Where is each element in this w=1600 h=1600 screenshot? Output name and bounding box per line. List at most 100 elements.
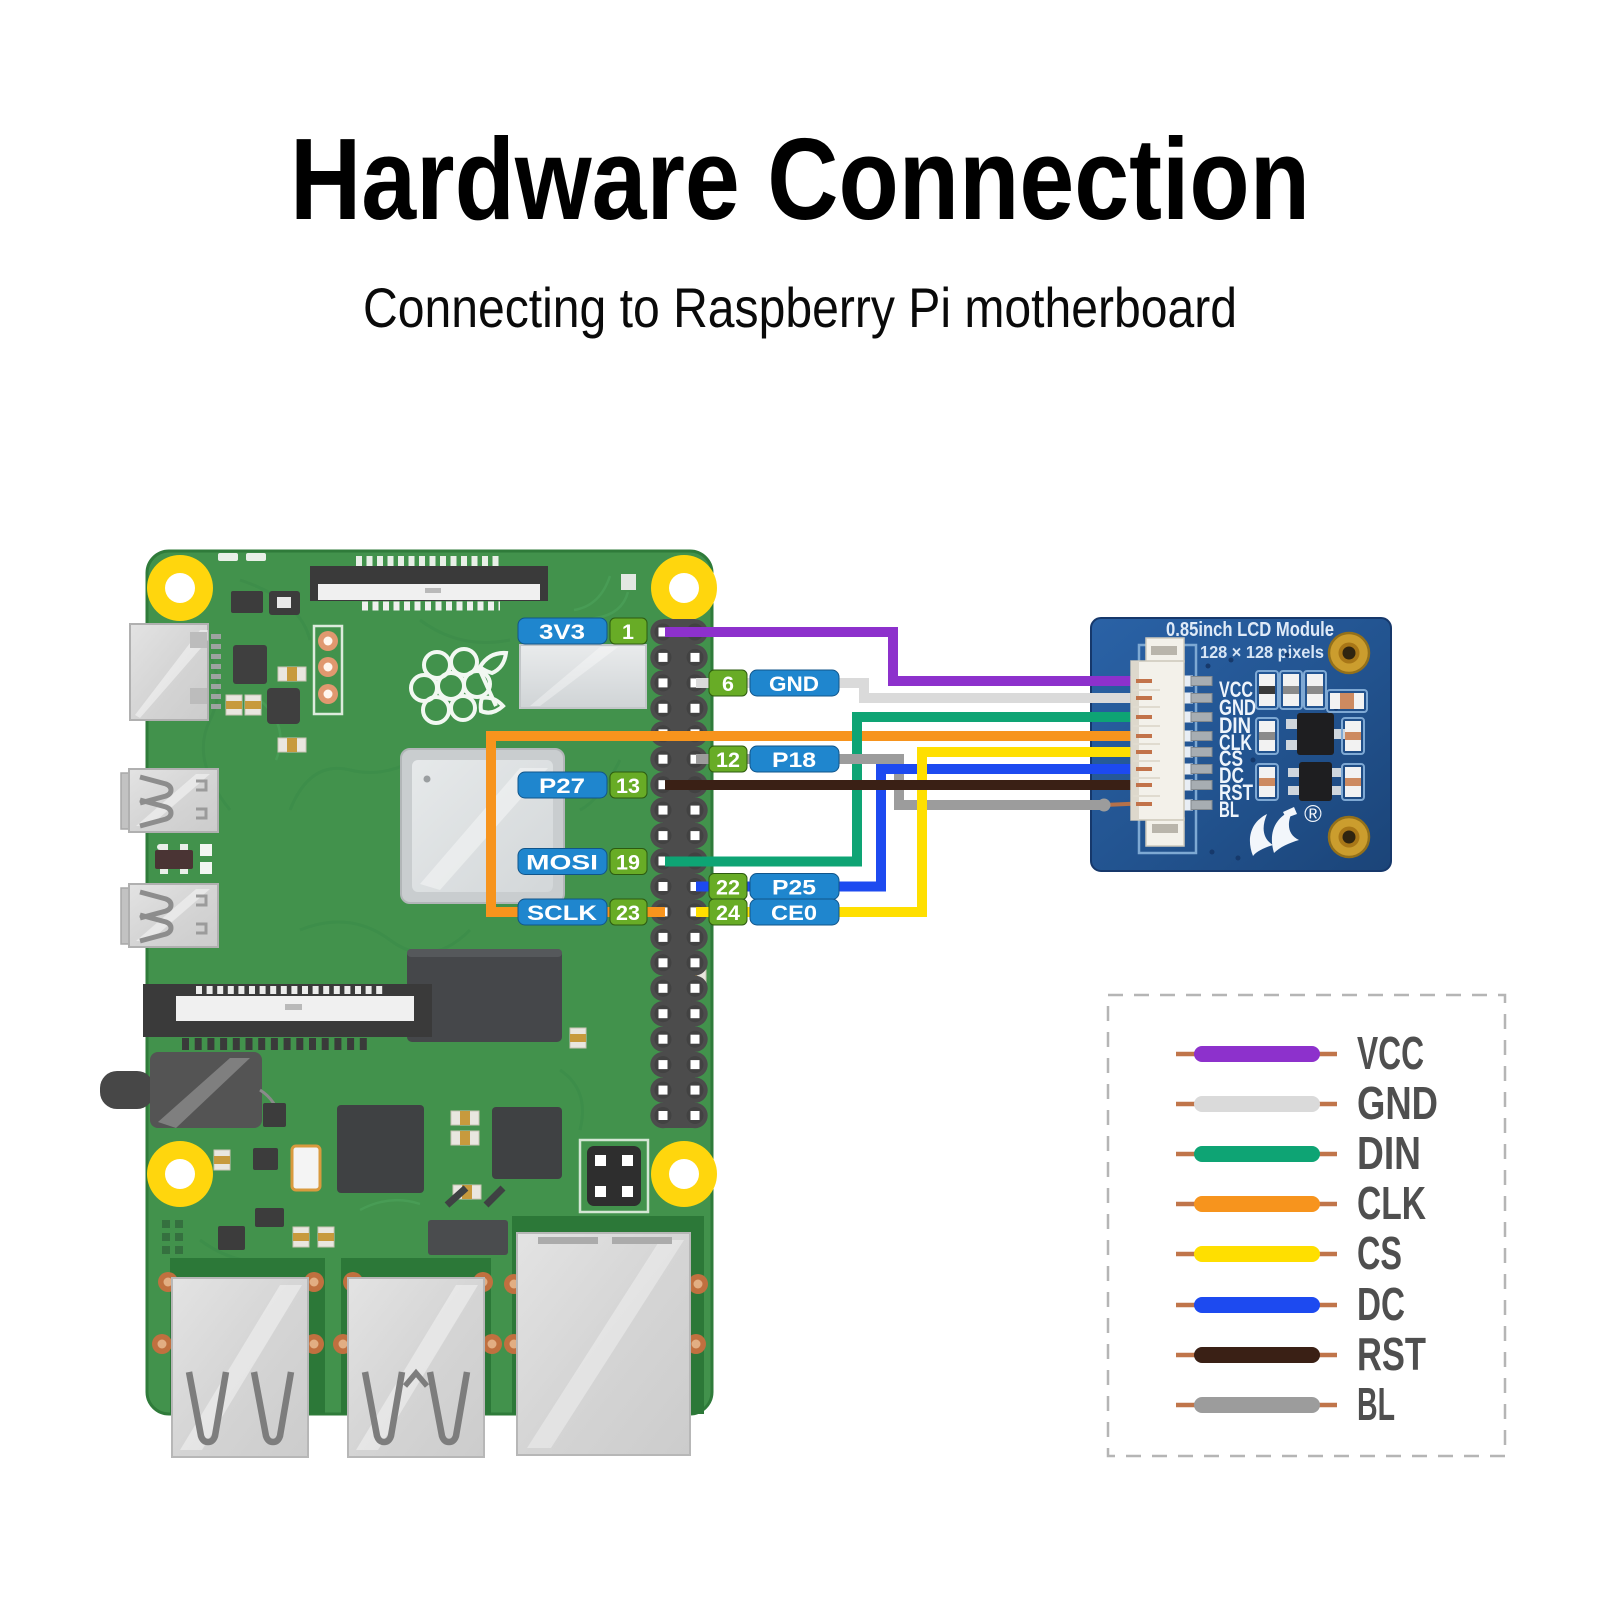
gpio-pin-text: 13	[616, 774, 640, 798]
legend-row-vcc: VCC	[1176, 1027, 1424, 1079]
gpio-pin-text: 19	[616, 851, 640, 875]
gpio-signal-text: 3V3	[539, 620, 585, 644]
module-leads	[1184, 675, 1213, 811]
fiducial-mark	[621, 574, 636, 590]
gpio-signal-pill	[749, 745, 840, 773]
page-title: Hardware Connection	[290, 114, 1310, 244]
gpio-pin-box	[609, 898, 648, 926]
gpio-label-mosi: MOSI 19	[517, 848, 648, 875]
legend-border	[1106, 993, 1507, 1458]
gpio-signal-text: SCLK	[527, 901, 598, 925]
pi-mounting-holes	[147, 555, 717, 1207]
wire-legend: VCC GND DIN CLK CS DC	[1106, 993, 1507, 1458]
poe-header	[578, 1138, 650, 1214]
module-pin-rst: RST	[1219, 780, 1253, 805]
gpio-label-gnd: 6 GND	[708, 669, 840, 697]
gpio-label-3v3: 3V3 1	[517, 617, 648, 645]
raspberry-pi-logo	[409, 647, 509, 725]
gpio-label-p27: P27 13	[517, 771, 648, 799]
legend-row-dc: DC	[1176, 1278, 1405, 1330]
module-pin-dc: DC	[1219, 763, 1244, 788]
legend-wire-bar	[1194, 1096, 1320, 1112]
module-title: 0.85inch LCD Module	[1166, 619, 1334, 641]
audio-jack	[100, 1052, 286, 1128]
legend-wire-bar	[1194, 1397, 1320, 1413]
gpio-signal-pill	[517, 898, 608, 926]
gpio-label-p18: 12 P18	[708, 745, 840, 773]
legend-wire-bar	[1194, 1347, 1320, 1363]
legend-label-rst: RST	[1357, 1328, 1426, 1380]
gpio-signal-pill	[517, 617, 608, 645]
display-connector	[143, 984, 432, 1050]
legend-label-dc: DC	[1357, 1278, 1405, 1330]
bottom-components	[162, 1105, 562, 1255]
camera-connector	[310, 556, 548, 611]
gpio-signal-text: P25	[772, 876, 816, 900]
legend-wire-bar	[1194, 1297, 1320, 1313]
gpio-signal-text: P27	[539, 774, 585, 798]
gpio-label-sclk: SCLK 23	[517, 898, 648, 926]
legend-label-clk: CLK	[1357, 1177, 1426, 1229]
module-pin-bl: BL	[1219, 797, 1239, 822]
three-pin-header	[312, 624, 344, 716]
gpio-pin-text: 24	[716, 901, 740, 925]
gpio-pin-box	[609, 617, 648, 645]
gpio-signal-text: MOSI	[526, 851, 598, 875]
smd-components-topleft	[225, 591, 307, 753]
gpio-pin-box	[609, 771, 648, 799]
gpio-pin-text: 22	[716, 876, 740, 900]
gpio-pin-text: 12	[716, 748, 740, 772]
legend-row-din: DIN	[1176, 1127, 1421, 1179]
gpio-signal-pill	[749, 898, 840, 926]
module-pin-din: DIN	[1219, 713, 1251, 738]
module-pin-vcc: VCC	[1219, 677, 1253, 702]
gpio-signal-text: CE0	[771, 901, 817, 925]
gpio-signal-text: P18	[772, 748, 816, 772]
gpio-signal-pill	[517, 848, 608, 875]
gpio-pin-box	[708, 669, 748, 697]
module-pin-gnd: GND	[1219, 695, 1256, 720]
usb-connector-2	[347, 1277, 485, 1458]
module-components	[1255, 670, 1368, 801]
bl-wire-cap	[1097, 798, 1111, 812]
module-pin-clk: CLK	[1219, 730, 1252, 755]
gpio-signal-pill	[749, 669, 840, 697]
module-mounting-holes	[1327, 631, 1371, 859]
usb-port-lower	[120, 883, 219, 948]
legend-wire-bar	[1194, 1046, 1320, 1062]
registered-mark: ®	[1304, 801, 1322, 828]
legend-label-vcc: VCC	[1357, 1027, 1424, 1079]
legend-label-din: DIN	[1357, 1127, 1421, 1179]
hdmi-port	[129, 623, 221, 721]
gpio-labels: 3V3 1 6 GND 12 P18 P27 13 MOSI	[517, 617, 840, 926]
legend-label-cs: CS	[1357, 1227, 1402, 1279]
wire-vcc	[665, 627, 1133, 686]
legend-row-rst: RST	[1176, 1328, 1426, 1380]
gpio-pin-text: 1	[622, 620, 634, 644]
legend-row-bl: BL	[1176, 1378, 1395, 1430]
legend-wire-bar	[1194, 1146, 1320, 1162]
page-subtitle: Connecting to Raspberry Pi motherboard	[363, 276, 1237, 339]
jst-connector	[1130, 637, 1185, 847]
ethernet-port	[516, 1232, 691, 1456]
gpio-pin-text: 23	[616, 901, 640, 925]
legend-wire-bar	[1194, 1196, 1320, 1212]
gpio-pin-text: 6	[722, 672, 734, 696]
legend-wire-bar	[1194, 1246, 1320, 1262]
module-resolution: 128 × 128 pixels	[1200, 642, 1324, 662]
usb-port-upper	[120, 768, 219, 833]
legend-row-gnd: GND	[1176, 1077, 1438, 1129]
legend-row-cs: CS	[1176, 1227, 1402, 1279]
gpio-label-p25: 22 P25	[708, 873, 840, 900]
crimp-contacts	[1136, 679, 1152, 806]
gpio-signal-text: GND	[769, 672, 819, 696]
wireless-shield	[519, 644, 647, 709]
silkscreen-dash	[246, 553, 266, 561]
gpio-label-ce0: 24 CE0	[708, 898, 840, 926]
gpio-pin-box	[708, 898, 748, 926]
gpio-pin-box	[708, 745, 748, 773]
sot23-transistor	[155, 844, 212, 874]
legend-label-bl: BL	[1357, 1378, 1395, 1430]
